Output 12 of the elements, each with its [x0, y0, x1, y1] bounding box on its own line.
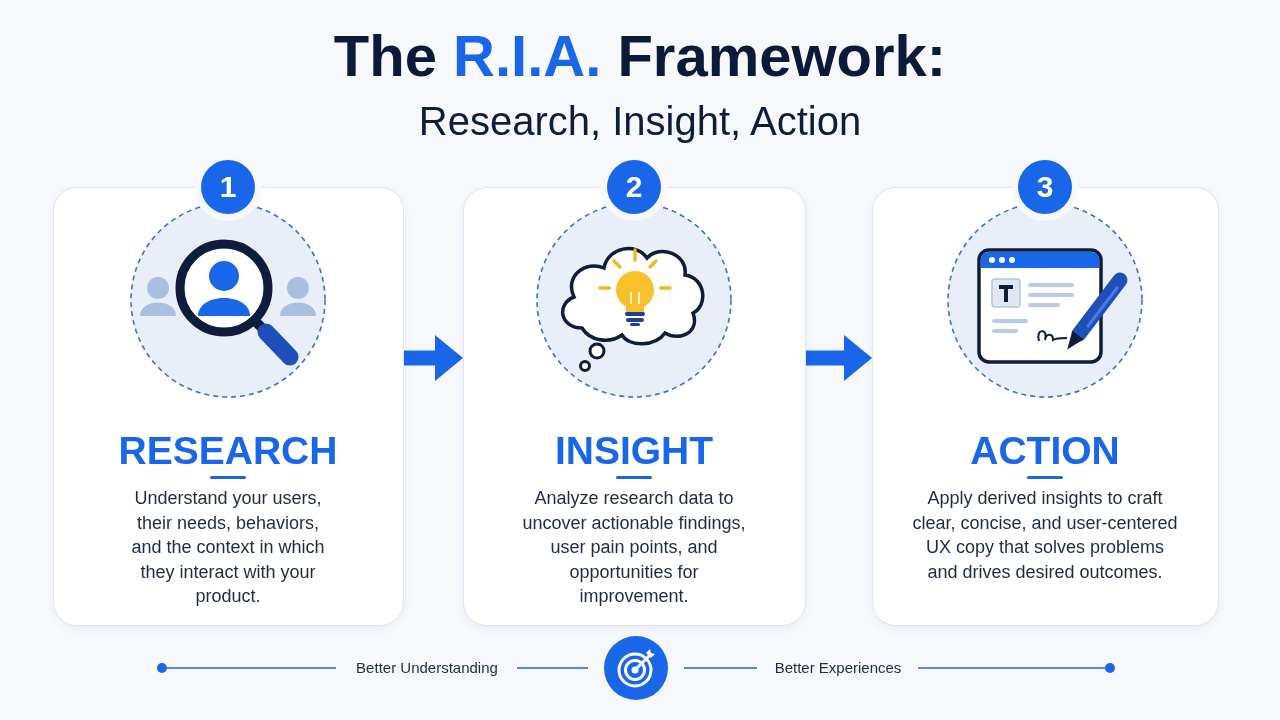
step-heading: INSIGHT: [554, 428, 714, 474]
step-description: Apply derived insights to craft clear, concise, and user-centered UX copy that solves problems and drives desired outcomes.: [912, 487, 1178, 584]
diagram-title: The R.I.A. Framework:: [333, 22, 947, 90]
step-heading: ACTION: [970, 428, 1120, 474]
arrow: [806, 335, 872, 381]
arrow: [404, 335, 463, 381]
subtitle: Research, Insight, Action: [418, 98, 862, 145]
step-description: Understand your users, their needs, behaviors, and the context in which they interact with your product.: [130, 487, 326, 608]
step-description: Analyze research data to uncover actionable findings, user pain points, and opportunities for improvement.: [521, 487, 747, 608]
step-heading: RESEARCH: [118, 428, 338, 474]
timeline-label: Better Experiences: [774, 658, 902, 678]
timeline-label: Better Understanding: [356, 658, 498, 678]
